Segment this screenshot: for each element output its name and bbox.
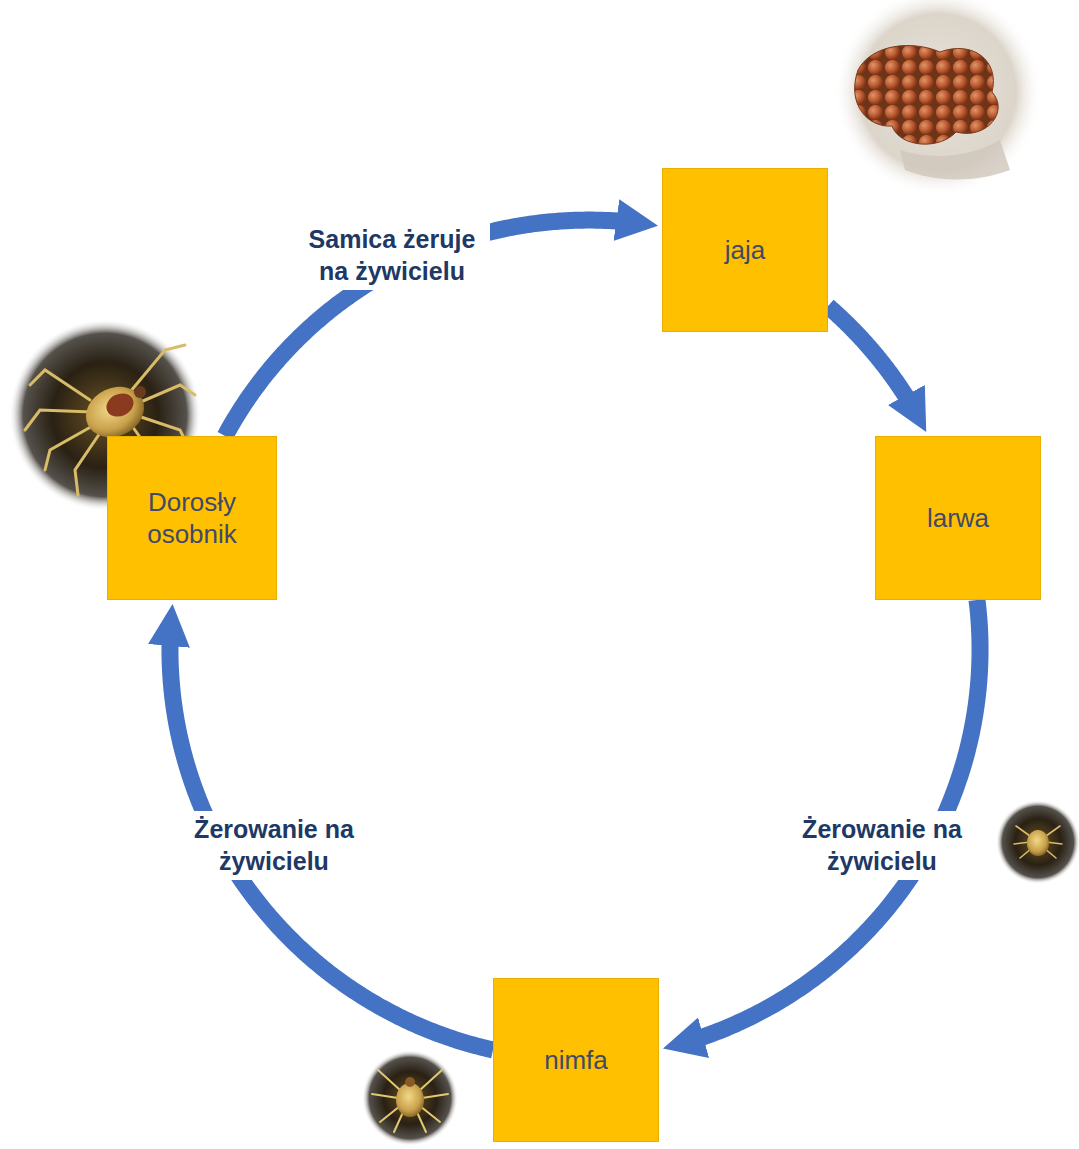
nymph-photo xyxy=(362,1050,458,1146)
tick-body xyxy=(396,1083,424,1117)
tick-head xyxy=(405,1077,415,1087)
edge-label-box: Żerowanie na żywicielu xyxy=(177,811,372,880)
stage-box: jaja xyxy=(662,168,828,332)
stage-name: jaja xyxy=(725,234,765,267)
cycle-arrow xyxy=(170,625,493,1050)
larva-photo xyxy=(996,800,1079,884)
stage-box: Dorosły osobnik xyxy=(107,436,277,600)
photo-ground xyxy=(996,800,1079,884)
edge-label-box: Żerowanie na żywicielu xyxy=(785,811,980,880)
stage-name: Dorosły osobnik xyxy=(120,486,264,551)
tick-legs xyxy=(1014,826,1062,858)
edge-label: Żerowanie na żywicielu xyxy=(785,811,980,880)
edge-label: Żerowanie na żywicielu xyxy=(177,811,372,880)
cycle-arrow xyxy=(828,306,916,413)
cycle-arrow xyxy=(225,220,637,436)
tick-head xyxy=(134,386,146,398)
tick-body xyxy=(1027,830,1049,856)
eggs-photo xyxy=(834,0,1042,196)
egg-cluster xyxy=(855,46,999,145)
tick-legs xyxy=(372,1070,448,1132)
stage-box: larwa xyxy=(875,436,1041,600)
edge-label-box: Samica żeruje na żywicielu xyxy=(295,221,490,290)
photo-ground xyxy=(834,0,1042,196)
edge-label: Samica żeruje na żywicielu xyxy=(295,221,490,290)
photo-ground xyxy=(362,1050,458,1146)
stage-name: larwa xyxy=(927,502,989,535)
stage-box: nimfa xyxy=(493,978,659,1142)
cycle-arrow xyxy=(683,600,980,1043)
photo-detail xyxy=(900,140,1010,179)
tick-shield xyxy=(103,389,138,421)
stage-name: nimfa xyxy=(544,1044,608,1077)
